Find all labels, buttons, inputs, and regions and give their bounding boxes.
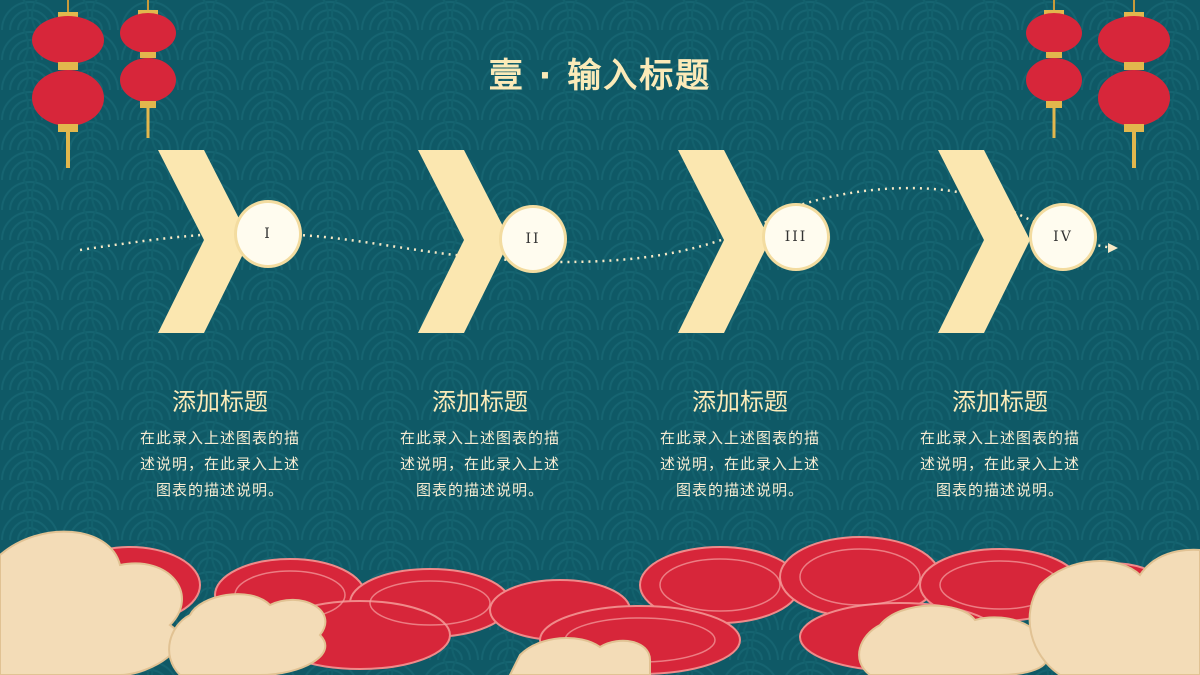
cloud-icon: [0, 530, 1200, 675]
step-description: 在此录入上述图表的描述说明，在此录入上述图表的描述说明。: [919, 429, 1080, 499]
step-3: III 添加标题 在此录入上述图表的描述说明，在此录入上述图表的描述说明。: [610, 140, 870, 540]
step-2: II 添加标题 在此录入上述图表的描述说明，在此录入上述图表的描述说明。: [350, 140, 610, 540]
lantern-icon: [32, 0, 176, 168]
path-arrowhead-icon: [1108, 243, 1118, 253]
step-1: I 添加标题 在此录入上述图表的描述说明，在此录入上述图表的描述说明。: [90, 140, 350, 540]
chevron-arrow-icon: [158, 150, 250, 333]
chevron-arrow-icon: [678, 150, 770, 333]
step-description: 在此录入上述图表的描述说明，在此录入上述图表的描述说明。: [399, 429, 560, 499]
step-numeral-badge: I: [237, 203, 299, 265]
chevron-arrow-icon: [418, 150, 510, 333]
chevron-arrow-icon: [938, 150, 1030, 333]
step-description: 在此录入上述图表的描述说明，在此录入上述图表的描述说明。: [659, 429, 820, 499]
step-numeral-badge: IV: [1032, 206, 1094, 268]
slide-title: 壹 · 输入标题: [488, 56, 712, 96]
lantern-icon: [1026, 0, 1170, 168]
step-4: IV 添加标题 在此录入上述图表的描述说明，在此录入上述图表的描述说明。: [870, 140, 1130, 540]
step-numeral-badge: III: [765, 206, 827, 268]
step-title: 添加标题: [172, 388, 268, 416]
step-title: 添加标题: [952, 388, 1048, 416]
step-title: 添加标题: [432, 388, 528, 416]
bottom-wave-decoration: [0, 530, 1200, 675]
step-title: 添加标题: [692, 388, 788, 416]
step-description: 在此录入上述图表的描述说明，在此录入上述图表的描述说明。: [139, 429, 300, 499]
step-numeral-badge: II: [502, 208, 564, 270]
